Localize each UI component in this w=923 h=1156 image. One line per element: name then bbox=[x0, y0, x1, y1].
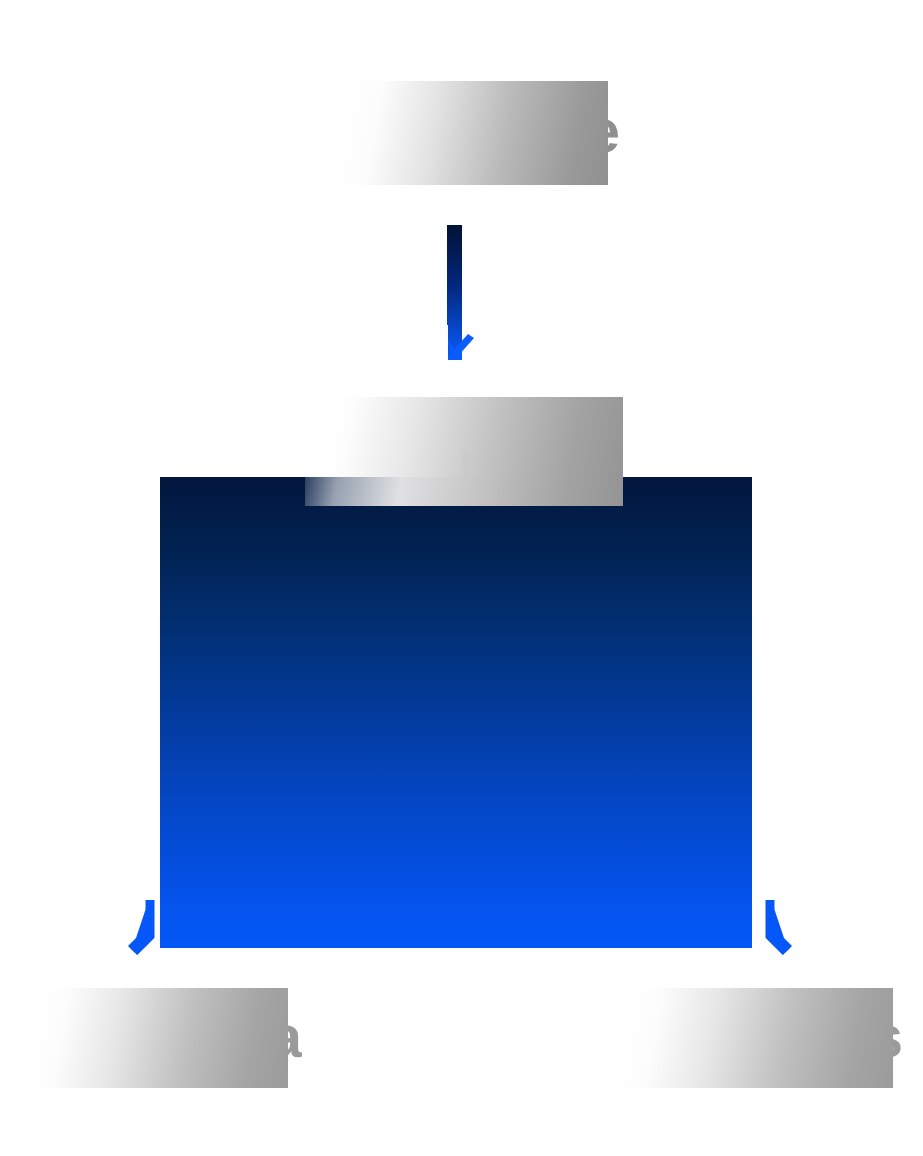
node-output-left[interactable]: a bbox=[30, 988, 302, 1088]
arrow-top-to-middle bbox=[447, 225, 474, 360]
diagram-title: Process flow diagram bbox=[0, 0, 1, 1]
node-source-label: e bbox=[586, 97, 620, 165]
node-primary-block[interactable] bbox=[160, 477, 752, 948]
node-stage-label-text: l bbox=[457, 441, 473, 502]
arrowhead-mask-top bbox=[404, 325, 448, 373]
node-output-right-label: s bbox=[870, 1004, 903, 1070]
node-stage-label[interactable]: l bbox=[300, 396, 630, 508]
node-output-left-label: a bbox=[269, 1004, 302, 1070]
node-source[interactable]: e bbox=[330, 72, 620, 190]
node-output-right[interactable]: s bbox=[620, 988, 903, 1088]
